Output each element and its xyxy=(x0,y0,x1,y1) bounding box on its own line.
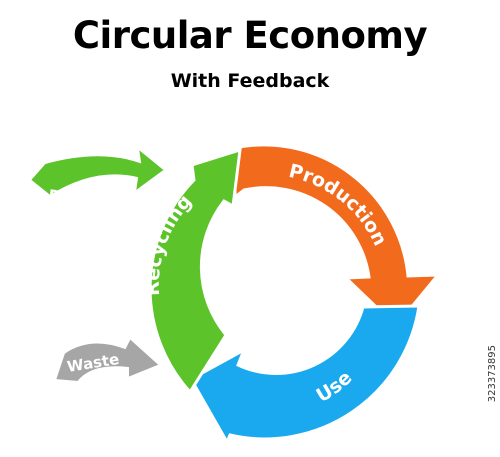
use-arrow xyxy=(188,304,421,446)
production-arrow xyxy=(233,143,442,329)
waste-arrow xyxy=(53,336,162,384)
resources-label: Resources xyxy=(48,186,137,214)
diagram-subtitle: With Feedback xyxy=(170,70,330,92)
image-id: 323373895 xyxy=(487,345,498,403)
diagram-title: Circular Economy xyxy=(72,14,428,57)
resources-arrow xyxy=(28,145,167,198)
recycling-arrow xyxy=(148,147,242,395)
